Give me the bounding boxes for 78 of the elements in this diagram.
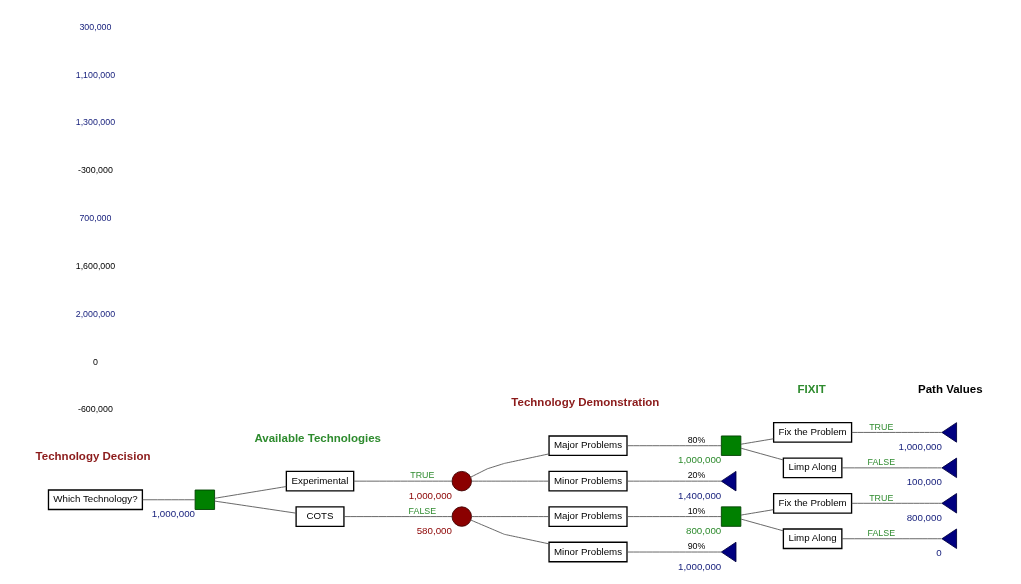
connector — [353, 480, 453, 482]
node-triangle — [941, 493, 958, 514]
connector — [471, 516, 550, 518]
node-label: 1,000,000 — [677, 560, 722, 572]
connector — [740, 518, 784, 532]
connector — [626, 480, 722, 482]
connector — [740, 447, 784, 461]
node-circle — [451, 506, 472, 527]
node-label: 1,000,000 — [677, 454, 722, 466]
connector — [470, 453, 550, 478]
edge-label: 10% — [687, 505, 706, 516]
label: 300,000 — [79, 21, 112, 32]
label: 0 — [92, 356, 98, 367]
node-label: 800,000 — [686, 525, 722, 537]
edge-label: FALSE — [408, 505, 437, 516]
node-label: 800,000 — [906, 511, 942, 523]
node-label: 1,400,000 — [677, 489, 722, 501]
node-box — [720, 506, 742, 527]
edge-label: 90% — [687, 541, 706, 552]
connector — [841, 467, 943, 469]
edge-label: 80% — [687, 435, 706, 446]
connector — [851, 502, 943, 504]
node-label: 580,000 — [416, 525, 452, 537]
connector — [343, 516, 453, 518]
node-box: Major Problems — [548, 506, 628, 527]
node-box: Which Technology? — [47, 489, 144, 511]
node-triangle — [720, 470, 737, 492]
edge-label: TRUE — [869, 421, 894, 432]
node-box: Fix the Problem — [772, 492, 853, 514]
edge-label: TRUE — [410, 470, 435, 481]
node-label: 0 — [936, 547, 942, 559]
connector — [214, 486, 287, 499]
connector — [740, 509, 774, 516]
node-box: Minor Problems — [548, 470, 628, 492]
label: Path Values — [918, 382, 983, 395]
node-box: Limp Along — [782, 528, 843, 550]
node-triangle — [941, 528, 958, 549]
label: Available Technologies — [254, 431, 382, 444]
label: Technology Decision — [35, 450, 151, 463]
label: Technology Demonstration — [511, 396, 660, 409]
node-circle — [451, 470, 472, 492]
node-triangle — [941, 457, 958, 479]
node-box: Fix the Problem — [772, 422, 853, 443]
connector — [214, 500, 297, 514]
connector — [740, 438, 774, 445]
label: -300,000 — [77, 165, 113, 176]
connector — [470, 519, 550, 545]
node-label: 1,000,000 — [898, 440, 942, 452]
connector — [851, 431, 943, 433]
node-box: Minor Problems — [548, 541, 628, 563]
edge-label: FALSE — [867, 528, 896, 539]
node-label: 100,000 — [906, 476, 942, 488]
edge-label: FALSE — [867, 457, 896, 468]
label: 1,600,000 — [75, 260, 116, 271]
label: 1,100,000 — [75, 69, 116, 80]
node-box — [720, 435, 742, 456]
label: 2,000,000 — [75, 308, 116, 319]
node-triangle — [941, 422, 958, 443]
label: 1,300,000 — [75, 117, 116, 128]
connector — [471, 480, 550, 482]
edge-label: TRUE — [869, 492, 894, 503]
node-box: Limp Along — [782, 457, 843, 479]
node-box: Major Problems — [548, 435, 628, 457]
label: 700,000 — [79, 213, 112, 224]
node-box: COTS — [295, 506, 345, 527]
node-triangle — [720, 541, 737, 563]
connector — [626, 516, 722, 518]
connector — [626, 551, 722, 553]
label: -600,000 — [77, 404, 113, 415]
connector — [841, 538, 943, 540]
edge-label: 20% — [687, 470, 706, 481]
label: FIXIT — [797, 382, 826, 395]
node-box: Experimental — [285, 470, 355, 492]
node-label: 1,000,000 — [408, 489, 452, 501]
node-box — [194, 489, 216, 510]
connector — [142, 499, 196, 501]
connector — [626, 445, 722, 447]
node-label: 1,000,000 — [151, 508, 196, 520]
